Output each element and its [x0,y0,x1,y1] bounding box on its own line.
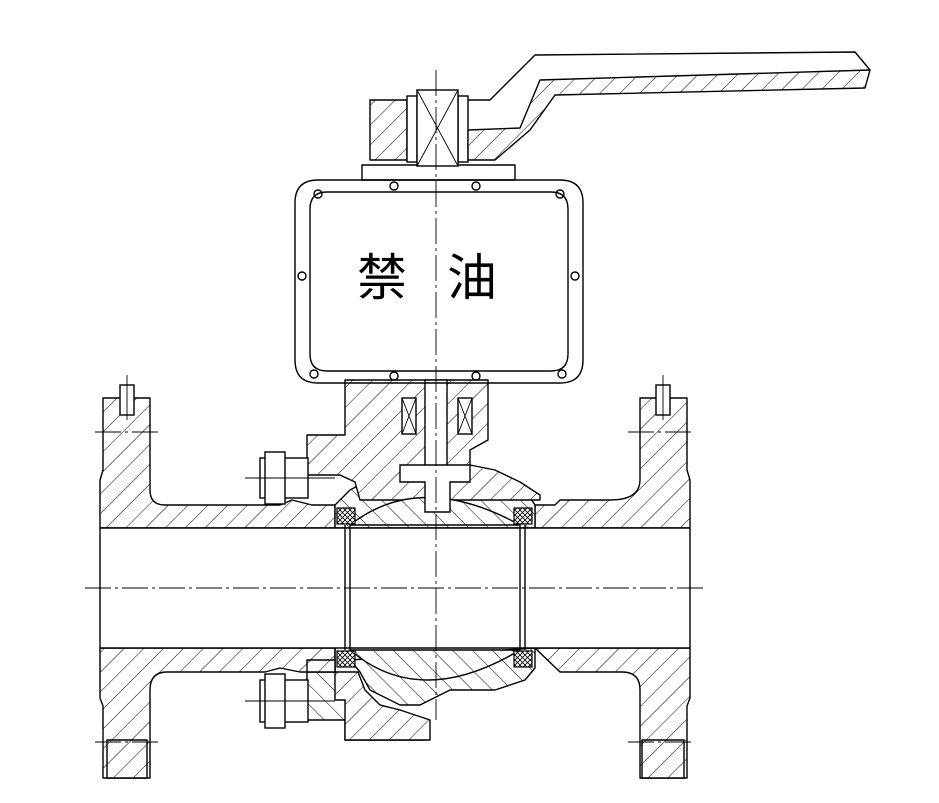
label-char-left: 禁 [357,249,407,307]
bolt-upper-left [245,451,335,505]
label-plate-bolts [297,181,580,381]
seat-bottom-right [513,650,533,668]
right-flange-top [534,397,691,529]
left-flange-foot [106,739,148,779]
gland-nut-left [406,95,418,163]
label-char-right: 油 [447,249,497,307]
body-neck [306,379,541,501]
gland-block [369,99,408,161]
label-plate-inner [309,191,569,372]
handle-lever[interactable] [467,69,871,161]
bottom-cover [306,659,431,741]
seat-bottom-left [336,650,356,668]
gland-nut-right [457,95,469,163]
bolt-lower-left [245,673,335,729]
flange-stud-right [655,375,671,420]
flange-stud-left [119,375,135,420]
handle-lever-outline [468,51,871,101]
ball-lower [349,649,521,681]
seat-top-left [336,507,356,525]
label-plate-outer [294,179,584,384]
seat-top-right [513,507,533,525]
right-flange-foot [641,739,685,779]
top-mount-plate [361,164,516,181]
stem-tang [399,464,471,513]
